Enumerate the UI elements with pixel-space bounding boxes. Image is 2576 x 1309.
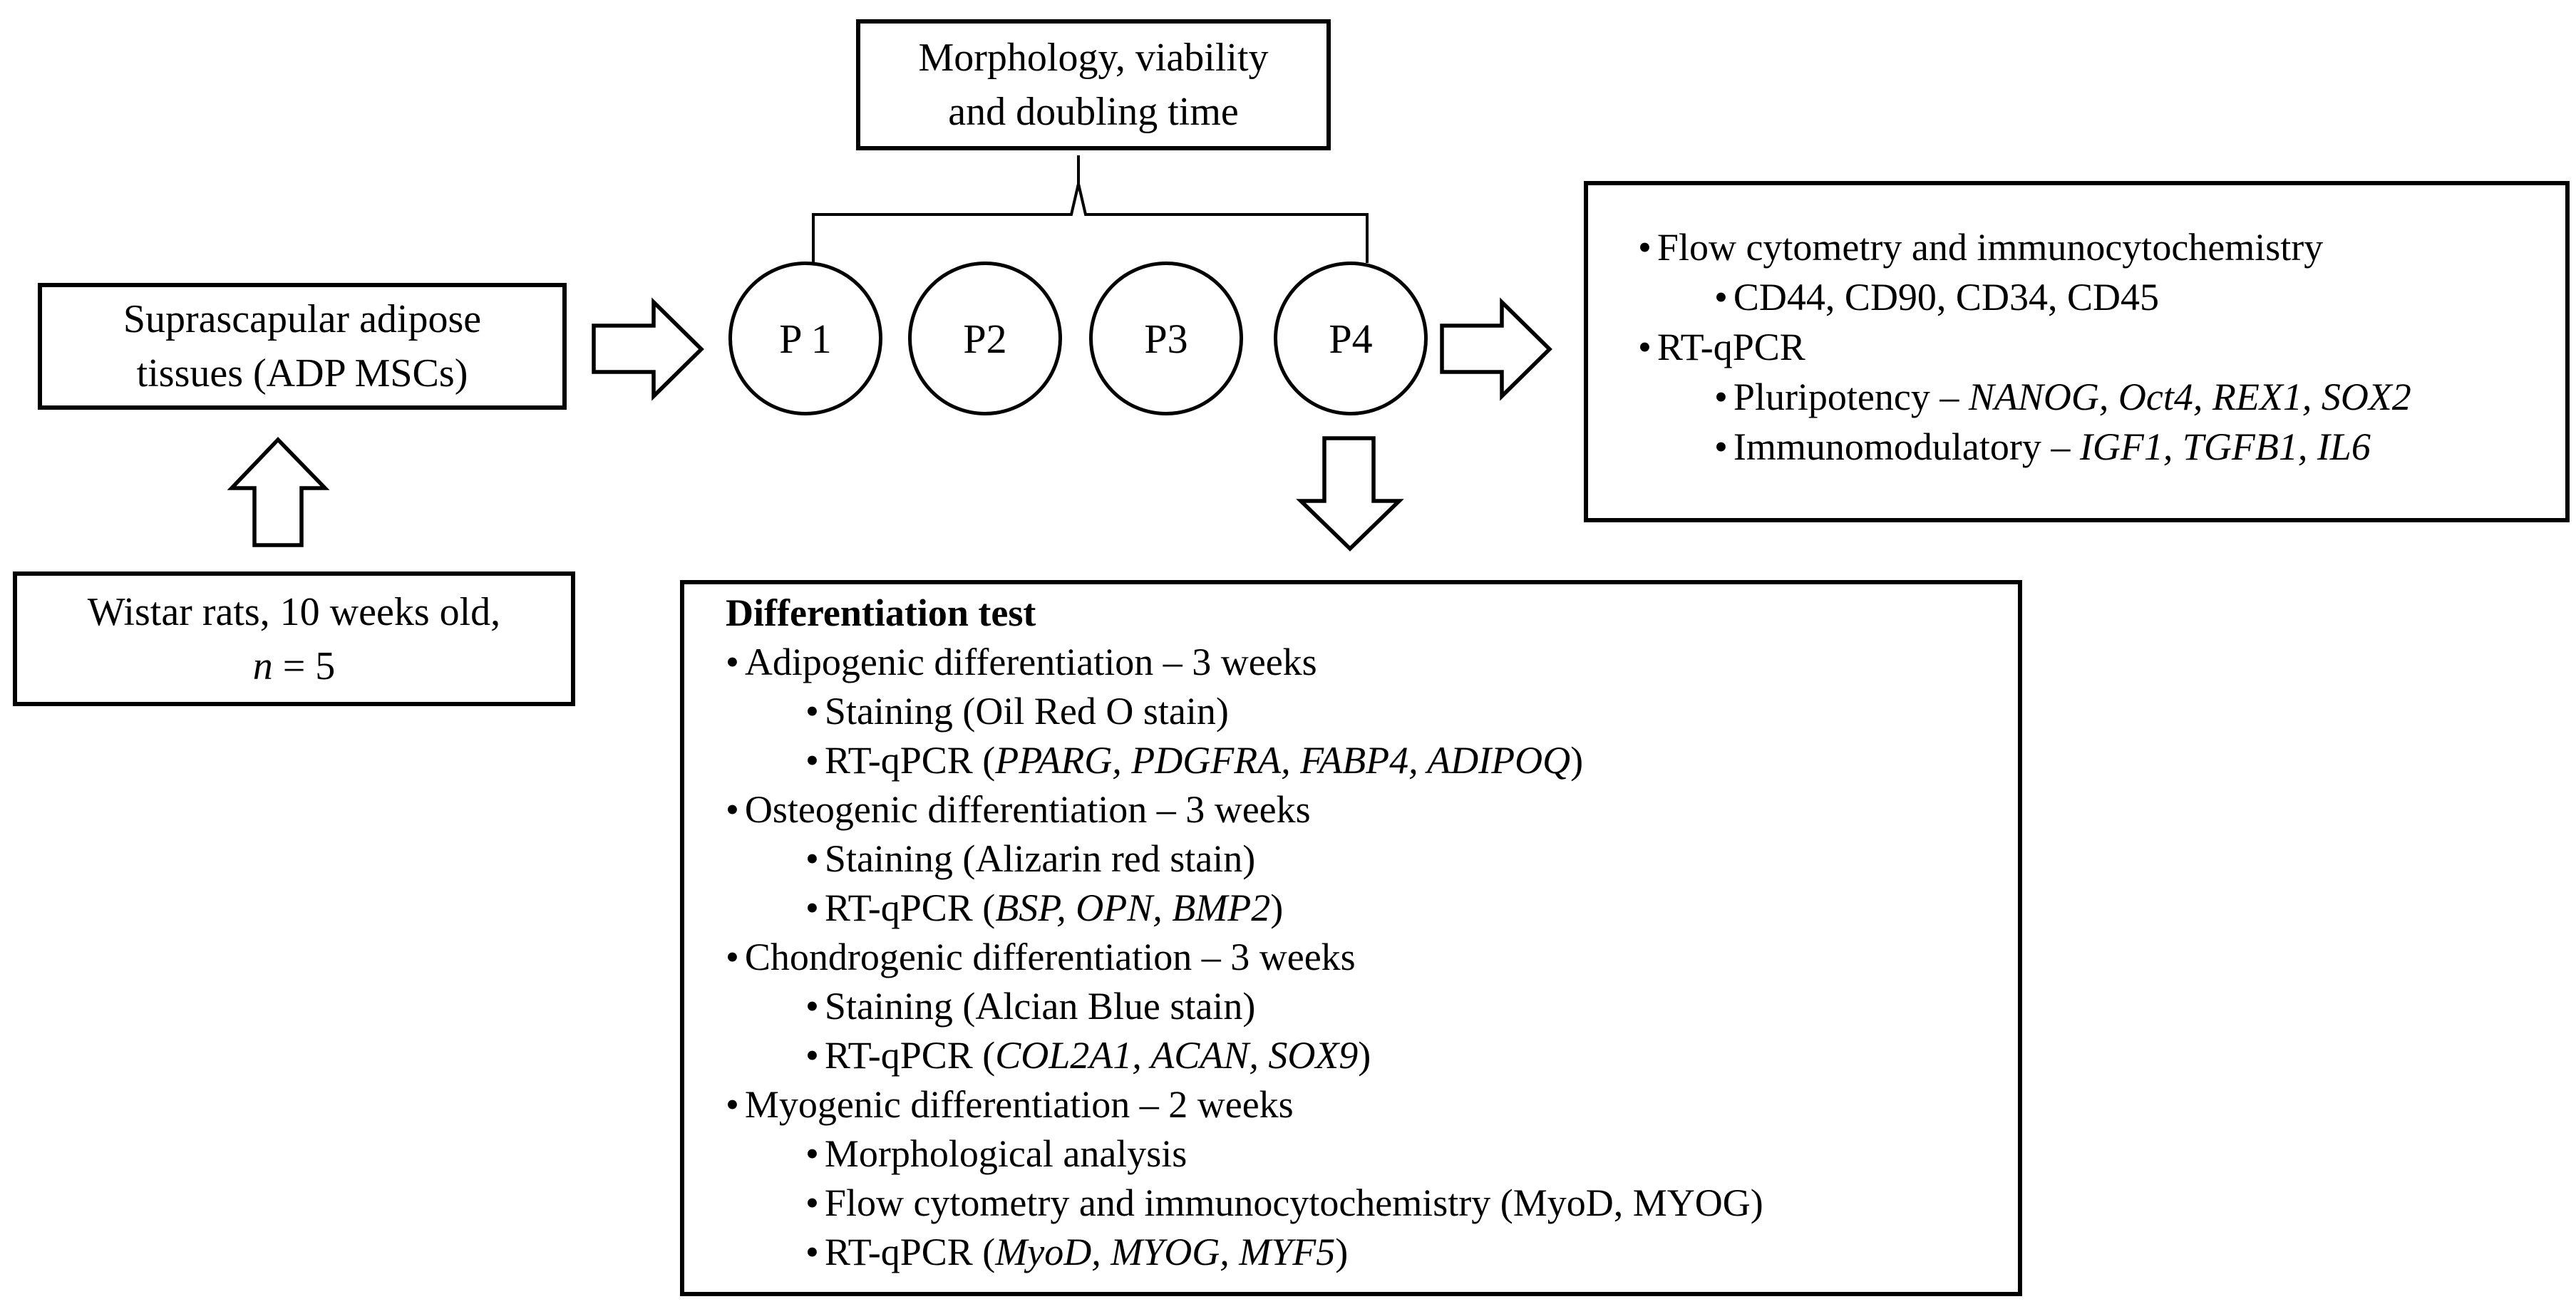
text-line: n = 5 [17,639,571,693]
passage-circle-p4: P4 [1274,262,1428,415]
text-line: •Flow cytometry and immunocytochemistry … [684,1179,2018,1228]
text-segment: Flow cytometry and immunocytochemistry [1657,226,2324,269]
text-line: •Myogenic differentiation – 2 weeks [684,1080,2018,1129]
right-arrow-icon-1 [592,297,704,401]
text-segment: IGF1, TGFB1, IL6 [2079,425,2371,468]
bullet-marker: • [805,739,819,782]
text-segment: = 5 [272,643,336,688]
text-segment: tissues (ADP MSCs) [136,351,468,395]
bullet-marker: • [726,1083,739,1126]
bullet-marker: • [805,886,819,929]
bullet-marker: • [805,690,819,733]
text-segment: Immunomodulatory – [1733,425,2080,468]
bullet-marker: • [805,1034,819,1077]
text-segment: Staining (Oil Red O stain) [824,690,1229,733]
brace-connector [812,183,1369,263]
text-segment: Flow cytometry and immunocytochemistry (… [824,1181,1763,1224]
bullet-marker: • [1714,276,1728,319]
text-line: •Flow cytometry and immunocytochemistry [1588,222,2565,272]
text-segment: Chondrogenic differentiation – 3 weeks [744,936,1356,978]
text-segment: PPARG, PDGFRA, FABP4, ADIPOQ [995,739,1571,782]
bullet-marker: • [805,1181,819,1224]
text-segment: Differentiation test [726,591,1036,634]
text-line: •Pluripotency – NANOG, Oct4, REX1, SOX2 [1588,372,2565,422]
passage-label: P4 [1329,315,1373,362]
text-segment: NANOG, Oct4, REX1, SOX2 [1968,376,2411,418]
text-segment: ) [1335,1231,1349,1273]
text-segment: ) [1358,1034,1371,1077]
bullet-marker: • [805,837,819,880]
bullet-marker: • [1714,425,1728,468]
text-line: •RT-qPCR (COL2A1, ACAN, SOX9) [684,1031,2018,1080]
text-line: •Immunomodulatory – IGF1, TGFB1, IL6 [1588,422,2565,472]
bullet-marker: • [1638,226,1652,269]
text-segment: Adipogenic differentiation – 3 weeks [744,641,1317,683]
text-line: •Morphological analysis [684,1129,2018,1179]
passage-circle-p3: P3 [1089,262,1243,415]
bullet-marker: • [1714,376,1728,418]
passage-label: P3 [1144,315,1188,362]
bullet-marker: • [805,985,819,1028]
text-line: •Adipogenic differentiation – 3 weeks [684,638,2018,687]
text-segment: BSP, OPN, BMP2 [995,886,1271,929]
passage-circle-p2: P2 [908,262,1062,415]
text-line: •CD44, CD90, CD34, CD45 [1588,272,2565,322]
down-arrow-icon [1296,436,1404,552]
text-segment: Morphology, viability [918,36,1269,80]
text-segment: Suprascapular adipose [123,297,482,341]
wistar-rats-box: Wistar rats, 10 weeks old, n = 5 [13,571,575,706]
text-segment: and doubling time [948,90,1239,134]
bullet-marker: • [1638,326,1652,368]
text-segment: Staining (Alcian Blue stain) [824,985,1256,1028]
text-line: Morphology, viability [860,31,1326,85]
bullet-marker: • [726,936,739,978]
bullet-marker: • [805,1132,819,1175]
text-segment: Staining (Alizarin red stain) [824,837,1256,880]
text-segment: RT-qPCR ( [824,886,996,929]
text-segment: CD44, CD90, CD34, CD45 [1733,276,2159,319]
characterization-box: •Flow cytometry and immunocytochemistry•… [1584,181,2570,522]
text-line: •Chondrogenic differentiation – 3 weeks [684,933,2018,982]
bullet-marker: • [805,1231,819,1273]
text-segment: RT-qPCR ( [824,739,996,782]
text-segment: RT-qPCR [1657,326,1805,368]
text-line: •RT-qPCR [1588,322,2565,372]
text-segment: Morphological analysis [824,1132,1187,1175]
text-segment: Myogenic differentiation – 2 weeks [744,1083,1294,1126]
text-segment: MyoD, MYOG, MYF5 [995,1231,1336,1273]
morphology-box: Morphology, viability and doubling time [856,19,1331,150]
up-arrow-icon [227,437,330,547]
text-line: •Staining (Oil Red O stain) [684,687,2018,736]
text-segment: n [252,643,273,688]
text-segment: RT-qPCR ( [824,1034,996,1077]
bullet-marker: • [726,641,739,683]
right-arrow-icon-2 [1440,297,1552,401]
text-segment: RT-qPCR ( [824,1231,996,1273]
differentiation-test-box: Differentiation test•Adipogenic differen… [680,580,2022,1296]
text-line: •Staining (Alizarin red stain) [684,834,2018,884]
text-segment: Pluripotency – [1733,376,1969,418]
text-line: Differentiation test [684,589,2018,638]
text-segment: Wistar rats, 10 weeks old, [87,589,501,634]
text-segment: COL2A1, ACAN, SOX9 [995,1034,1359,1077]
text-line: •Osteogenic differentiation – 3 weeks [684,785,2018,834]
adipose-tissue-box: Suprascapular adipose tissues (ADP MSCs) [38,283,567,410]
text-segment: ) [1570,739,1584,782]
text-line: Suprascapular adipose [42,292,562,346]
text-line: Wistar rats, 10 weeks old, [17,585,571,639]
text-segment: ) [1270,886,1284,929]
text-line: tissues (ADP MSCs) [42,346,562,400]
text-line: •RT-qPCR (PPARG, PDGFRA, FABP4, ADIPOQ) [684,736,2018,785]
text-segment: Osteogenic differentiation – 3 weeks [744,788,1311,831]
bullet-marker: • [726,788,739,831]
text-line: •RT-qPCR (MyoD, MYOG, MYF5) [684,1228,2018,1277]
passage-circle-p1: P 1 [728,262,882,415]
text-line: •RT-qPCR (BSP, OPN, BMP2) [684,884,2018,933]
text-line: and doubling time [860,85,1326,139]
passage-label: P 1 [779,315,832,362]
passage-label: P2 [963,315,1007,362]
text-line: •Staining (Alcian Blue stain) [684,982,2018,1031]
